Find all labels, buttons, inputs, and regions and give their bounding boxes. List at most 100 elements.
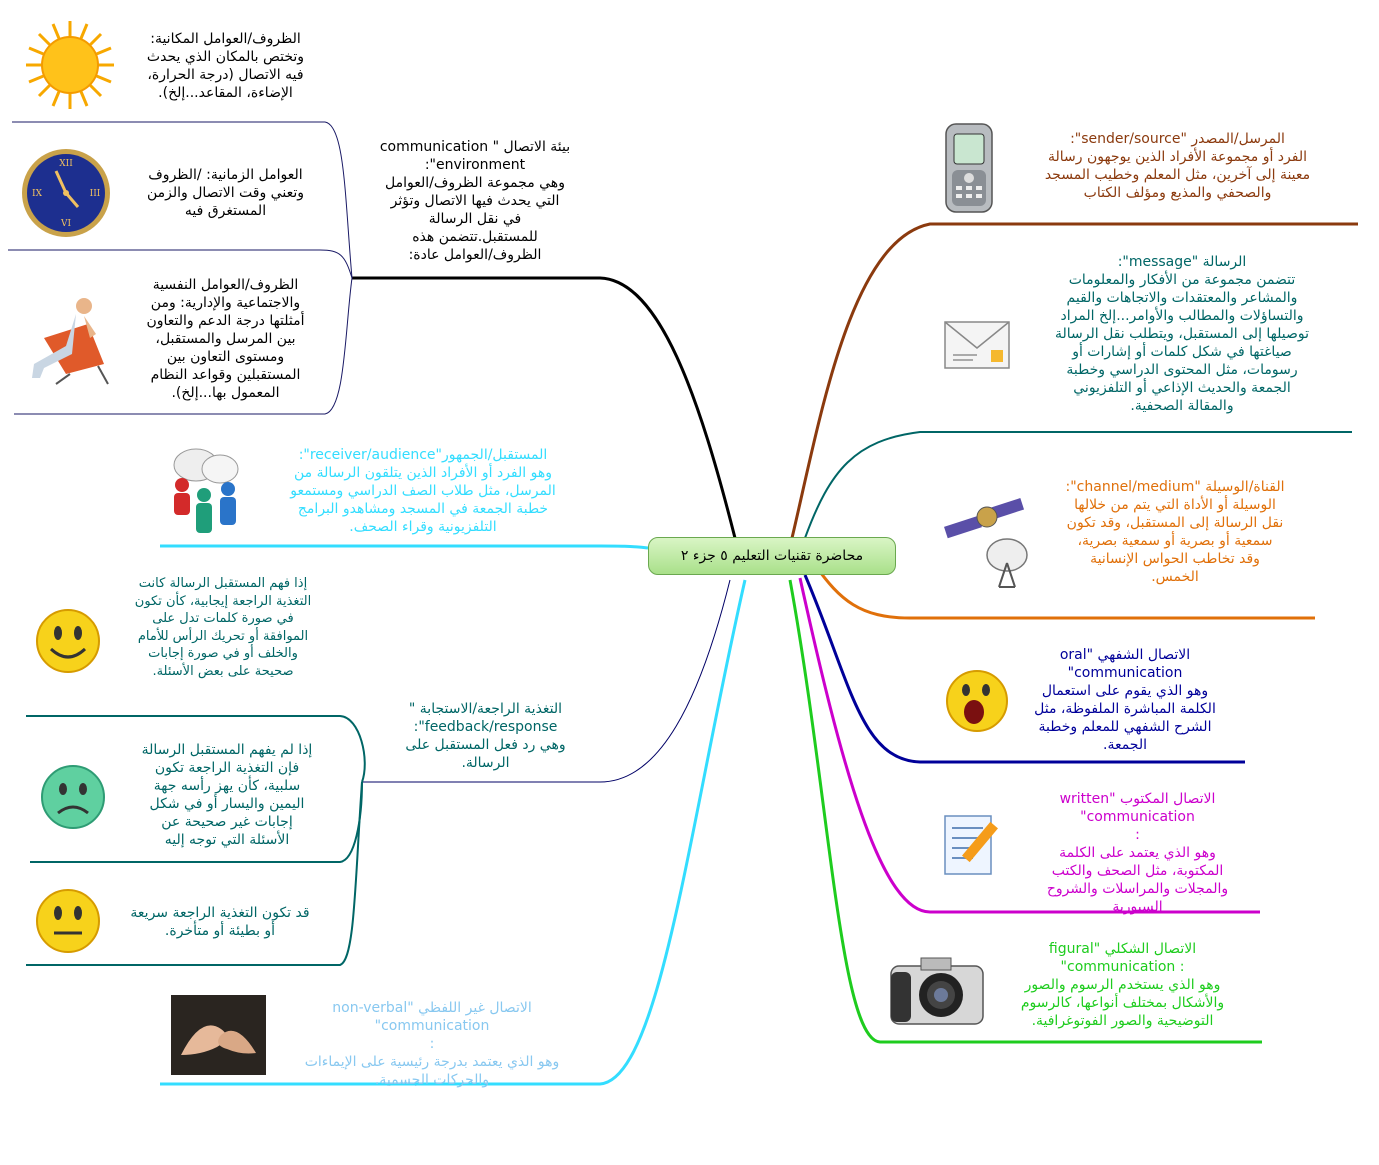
message-line: الجمعة والحديث الإذاعي أو التلفزيوني [1073, 380, 1291, 396]
env-psycho-line: المعمول بها...إلخ). [171, 385, 280, 401]
environment-line: التي يحدث فيها الاتصال وتؤثر [390, 193, 560, 209]
camera-icon [890, 957, 984, 1025]
svg-text:III: III [90, 189, 101, 199]
relaxing-person-icon [32, 298, 109, 385]
message-text[interactable]: الرسالة "message": تتضمن مجموعة من الأفك… [1012, 253, 1352, 415]
written-text[interactable]: الاتصال المكتوب "written communication" … [1015, 790, 1260, 916]
branch-nonverbal [160, 579, 747, 1086]
sad-face-icon [41, 765, 105, 829]
central-topic[interactable]: محاضرة تقنيات التعليم ٥ جزء ٢ [648, 537, 896, 575]
mobile-phone-icon [945, 123, 993, 213]
branch-figural [788, 579, 1262, 1044]
written-line: السبورية [1112, 899, 1163, 915]
oral-title: الاتصال الشفهي "oral [1059, 647, 1191, 663]
nonverbal-text[interactable]: الاتصال غير اللفظي "non-verbal communica… [272, 999, 592, 1089]
people-talking-icon [173, 448, 239, 533]
env-psycho-line: ومستوى التعاون بين [166, 349, 285, 365]
fb-positive-text[interactable]: إذا فهم المستقبل الرسالة كانت التغذية ال… [108, 575, 338, 680]
sender-line: الفرد أو مجموعة الأفراد الذين يوجهون رسا… [1047, 149, 1308, 165]
fb-negative-text[interactable]: إذا لم يفهم المستقبل الرسالة فإن التغذية… [112, 741, 342, 849]
env-temporal-text[interactable]: العوامل الزمانية: /الظروف وتعني وقت الات… [118, 166, 333, 220]
nonverbal-title: : [429, 1036, 435, 1052]
message-line: والمشاعر والمعتقدات والاتجاهات والقيم [1066, 290, 1298, 306]
channel-line: الوسيلة أو الأداة التي يتم من خلالها [1074, 497, 1276, 513]
oral-text[interactable]: الاتصال الشفهي "oral communication" وهو … [1010, 646, 1240, 754]
receiver-title: المستقبل/الجمهور"receiver/audience": [298, 447, 548, 463]
oral-line: الكلمة المباشرة الملفوظة، مثل [1034, 701, 1216, 717]
env-spatial-title: الظروف/العوامل المكانية: [150, 31, 301, 47]
branch-message [804, 431, 1352, 539]
environment-title: بيئة الاتصال " communication [379, 139, 571, 155]
figural-line: والأشكال بمختلف أنواعها، كالرسوم [1020, 995, 1225, 1011]
sign-language-hands-icon [171, 995, 266, 1075]
fb-negative-line: اليمين واليسار أو في شكل [149, 796, 305, 812]
message-line: رسومات، مثل المحتوى الدراسي وخطبة [1066, 362, 1298, 378]
message-line: والمقالة الصحفية. [1130, 398, 1234, 414]
message-title: الرسالة "message": [1117, 254, 1247, 270]
svg-text:XII: XII [59, 159, 73, 169]
env-psycho-line: المستقبلين وقواعد النظام [150, 367, 301, 383]
fb-negative-line: الأسئلة التي توجه إليه [164, 832, 290, 848]
channel-line: الخمس. [1151, 569, 1199, 585]
environment-line: في نقل الرسالة [428, 211, 522, 227]
branch-receiver [160, 544, 649, 550]
branch-environment [352, 276, 737, 539]
nonverbal-line: وهو الذي يعتمد بدرجة رئيسية على الإيماءا… [304, 1054, 560, 1070]
written-title: : [1135, 827, 1140, 843]
environment-line: للمستقبل.تتضمن هذه [412, 229, 538, 245]
fb-positive-line: الموافقة أو تحريك الرأس للأمام [137, 628, 309, 644]
smiley-face-icon [36, 609, 100, 673]
env-psycho-line: بين المرسل والمستقبل، [155, 331, 296, 347]
feedback-line: الرسالة. [461, 755, 510, 771]
fb-timing-line: أو بطيئة أو متأخرة. [164, 923, 276, 939]
feedback-title: التغذية الراجعة/الاستجابة " [408, 701, 563, 717]
figural-line: وهو الذي يستخدم الرسوم والصور [1024, 977, 1221, 993]
oral-line: الجمعة. [1103, 737, 1147, 753]
sender-text[interactable]: المرسل/المصدر "sender/source": الفرد أو … [1000, 130, 1355, 202]
fb-positive-line: إذا فهم المستقبل الرسالة كانت [138, 576, 308, 591]
figural-text[interactable]: الاتصال الشكلي "figural : communication"… [985, 940, 1260, 1030]
neutral-face-icon [36, 889, 100, 953]
oral-title: communication" [1067, 665, 1183, 681]
env-psycho-title: الظروف/العوامل النفسية [152, 277, 299, 293]
environment-line: وهي مجموعة الظروف/العوامل [385, 175, 565, 191]
channel-line: سمعية أو بصرية أو سمعية بصرية، [1077, 533, 1273, 549]
env-psycho-text[interactable]: الظروف/العوامل النفسية والاجتماعية والإد… [118, 276, 333, 402]
oral-line: وهو الذي يقوم على استعمال [1041, 683, 1209, 699]
env-temporal-title: العوامل الزمانية: /الظروف [148, 167, 303, 183]
branch-env-psycho [14, 277, 353, 415]
receiver-text[interactable]: المستقبل/الجمهور"receiver/audience": وهو… [248, 446, 598, 536]
channel-line: نقل الرسالة إلى المستقبل، وقد تكون [1066, 515, 1284, 531]
channel-title: القناة/الوسيلة "channel/medium": [1065, 479, 1285, 495]
environment-title: environment": [424, 157, 526, 173]
message-line: توصيلها إلى المستقبل، ويتطلب نقل الرسالة [1054, 326, 1310, 342]
speaking-face-icon [946, 670, 1008, 732]
sun-icon [26, 21, 114, 109]
envelope-icon [944, 321, 1010, 369]
receiver-line: المرسل، مثل طلاب الصف الدراسي ومستمعو [290, 483, 556, 499]
environment-text[interactable]: بيئة الاتصال " communication environment… [355, 138, 595, 264]
branch-sender [790, 222, 1358, 539]
env-psycho-line: والاجتماعية والإدارية: ومن [150, 295, 301, 311]
figural-title: الاتصال الشكلي "figural [1048, 941, 1197, 957]
message-line: والتساؤلات والمطالب والأوامر...إلخ المرا… [1060, 308, 1304, 324]
fb-positive-line: والخلف أو في صورة إجابات [148, 646, 298, 661]
fb-positive-line: في صورة كلمات تدل على [152, 611, 294, 626]
env-spatial-text[interactable]: الظروف/العوامل المكانية: وتختص بالمكان ا… [118, 30, 333, 102]
feedback-text[interactable]: التغذية الراجعة/الاستجابة " feedback/res… [368, 700, 603, 772]
figural-line: التوضيحية والصور الفوتوغرافية. [1031, 1013, 1214, 1029]
message-line: صياغتها في شكل كلمات أو إشارات أو [1072, 344, 1292, 360]
document-pencil-icon [944, 815, 998, 875]
written-line: المكتوبة، مثل الصحف والكتب [1051, 863, 1224, 879]
fb-positive-line: صحيحة على بعض الأسئلة. [152, 663, 294, 679]
feedback-line: وهي رد فعل المستقبل على [405, 737, 566, 753]
fb-timing-text[interactable]: قد تكون التغذية الراجعة سريعة أو بطيئة أ… [104, 904, 336, 940]
branch-env-spatial [12, 121, 353, 279]
fb-negative-line: فإن التغذية الراجعة تكون [154, 760, 300, 776]
channel-text[interactable]: القناة/الوسيلة "channel/medium": الوسيلة… [1040, 478, 1310, 586]
message-line: تتضمن مجموعة من الأفكار والمعلومات [1068, 272, 1296, 288]
svg-text:VI: VI [60, 219, 71, 229]
env-spatial-line: فيه الاتصال (درجة الحرارة، [147, 67, 304, 83]
branch-fb-positive [26, 715, 366, 783]
